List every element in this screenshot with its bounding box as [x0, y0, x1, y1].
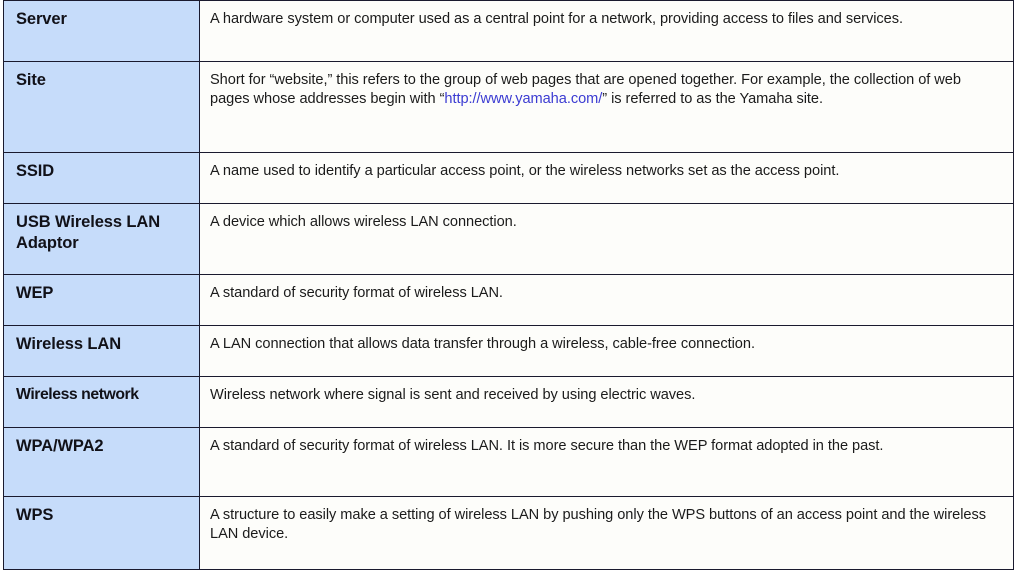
term-cell-wpa-wpa2: WPA/WPA2	[3, 427, 200, 497]
glossary-table: Server A hardware system or computer use…	[3, 0, 1014, 570]
description-cell-wps: A structure to easily make a setting of …	[199, 496, 1014, 570]
term-cell-wireless-lan: Wireless LAN	[3, 325, 200, 377]
term-cell-wireless-network: Wireless network	[3, 376, 200, 428]
table-row: Server A hardware system or computer use…	[3, 0, 1014, 62]
table-row: Wireless network Wireless network where …	[3, 376, 1014, 428]
url-link[interactable]: http://www.yamaha.com/	[444, 91, 603, 108]
term-cell-server: Server	[3, 0, 200, 62]
description-cell-usb-wireless-lan-adaptor: A device which allows wireless LAN conne…	[199, 203, 1014, 275]
term-cell-site: Site	[3, 61, 200, 153]
table-row: SSID A name used to identify a particula…	[3, 152, 1014, 204]
description-cell-site: Short for “website,” this refers to the …	[199, 61, 1014, 153]
description-cell-server: A hardware system or computer used as a …	[199, 0, 1014, 62]
table-row: WEP A standard of security format of wir…	[3, 274, 1014, 326]
term-cell-wps: WPS	[3, 496, 200, 570]
description-cell-wireless-network: Wireless network where signal is sent an…	[199, 376, 1014, 428]
description-cell-wireless-lan: A LAN connection that allows data transf…	[199, 325, 1014, 377]
table-row: Site Short for “website,” this refers to…	[3, 61, 1014, 153]
term-cell-usb-wireless-lan-adaptor: USB Wireless LAN Adaptor	[3, 203, 200, 275]
table-row: USB Wireless LAN Adaptor A device which …	[3, 203, 1014, 275]
description-cell-wpa-wpa2: A standard of security format of wireles…	[199, 427, 1014, 497]
table-row: WPS A structure to easily make a setting…	[3, 496, 1014, 570]
description-cell-wep: A standard of security format of wireles…	[199, 274, 1014, 326]
term-cell-wep: WEP	[3, 274, 200, 326]
glossary-table-body: Server A hardware system or computer use…	[3, 0, 1014, 570]
description-cell-ssid: A name used to identify a particular acc…	[199, 152, 1014, 204]
term-cell-ssid: SSID	[3, 152, 200, 204]
table-row: WPA/WPA2 A standard of security format o…	[3, 427, 1014, 497]
table-row: Wireless LAN A LAN connection that allow…	[3, 325, 1014, 377]
